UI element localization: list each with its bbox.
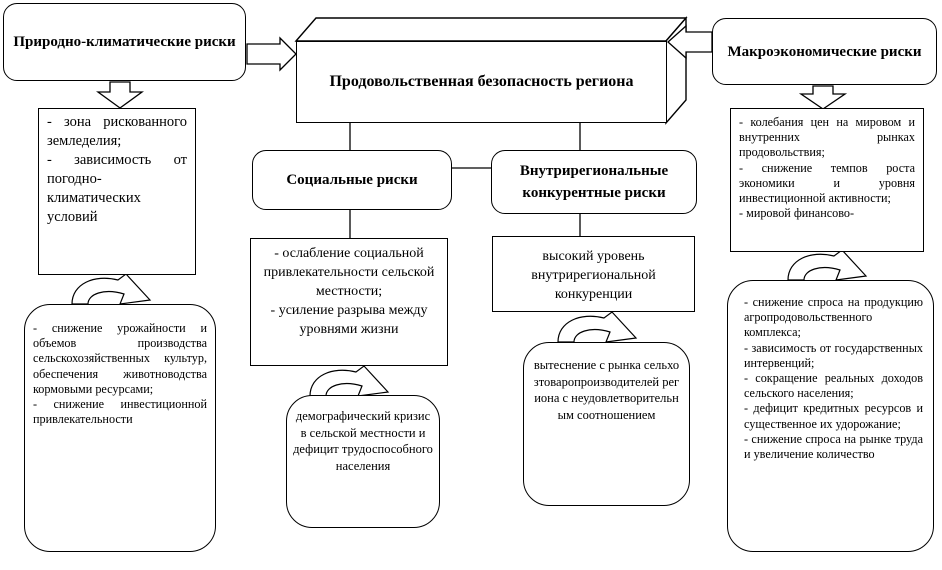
left-effect-item: - снижение инвестиционной привлекательно… xyxy=(33,397,207,427)
curved-arrow-right xyxy=(787,249,868,281)
intra-risk-header-title: Внутрирегиональные конкурентные риски xyxy=(519,163,669,201)
right-factor-item: - мировой финансово- xyxy=(739,206,855,221)
left-factor-item: - зона рискованного земледелия; xyxy=(47,114,187,149)
right-factors-box: - колебания цен на мировом и внутренних … xyxy=(730,108,924,252)
social-factor-item: - усиление разрыва между уровнями жизни xyxy=(270,303,428,337)
right-effects-box: - снижение спроса на продукцию агропродо… xyxy=(727,280,934,552)
curved-arrow-social xyxy=(309,365,390,397)
center-box-top-face xyxy=(294,17,688,42)
left-effects-box: - снижение урожайности и объемов произво… xyxy=(24,304,216,552)
right-risk-header-title: Макроэкономические риски xyxy=(727,43,922,60)
right-effect-item: - снижение спроса на продукцию агропродо… xyxy=(744,295,923,340)
intra-factors-box: высокий уровень внутрирегиональной конку… xyxy=(492,236,695,312)
intra-effect-text: вытеснение с рынка сельхозтоваропроизвод… xyxy=(533,358,680,422)
right-effect-item: - зависимость от государственных интерве… xyxy=(744,340,923,370)
left-factors-box: - зона рискованного земледелия; - зависи… xyxy=(38,108,196,275)
right-effect-item: - сокращение реальных доходов сельского … xyxy=(744,371,923,401)
left-risk-header-title: Природно-климатические риски xyxy=(13,34,236,50)
social-effects-box: демографический кризис в сельской местно… xyxy=(286,395,440,528)
center-title: Продовольственная безопасность региона xyxy=(329,73,634,90)
right-risk-header: Макроэкономические риски xyxy=(712,18,937,85)
social-factors-box: - ослабление социальной привлекательност… xyxy=(250,238,448,366)
curved-arrow-intra xyxy=(557,311,638,343)
arrow-right-to-center xyxy=(667,24,713,60)
intra-effects-box: вытеснение с рынка сельхозтоваропроизвод… xyxy=(523,342,690,506)
arrow-left-down xyxy=(96,81,144,109)
arrow-left-to-center xyxy=(246,36,297,72)
left-risk-header: Природно-климатические риски xyxy=(3,3,246,81)
right-effect-item: - дефицит кредитных ресурсов и существен… xyxy=(744,401,923,431)
social-factor-item: - ослабление социальной привлекательност… xyxy=(263,246,435,299)
right-factor-item: - снижение темпов роста экономики и уров… xyxy=(739,160,915,206)
center-title-box: Продовольственная безопасность региона xyxy=(296,41,667,123)
social-risk-header-title: Социальные риски xyxy=(286,172,418,188)
left-factor-item: - зависимость от погодно-климатических у… xyxy=(47,152,187,225)
right-factor-item: - колебания цен на мировом и внутренних … xyxy=(739,115,915,160)
right-effect-item: - снижение спроса на рынке труда и увели… xyxy=(744,431,923,462)
left-effect-item: - снижение урожайности и объемов произво… xyxy=(33,321,207,396)
social-risk-header: Социальные риски xyxy=(252,150,452,210)
social-effect-text: демографический кризис в сельской местно… xyxy=(293,409,433,473)
intra-risk-header: Внутрирегиональные конкурентные риски xyxy=(491,150,697,214)
intra-factor-text: высокий уровень внутрирегиональной конку… xyxy=(531,249,656,302)
arrow-right-down xyxy=(798,85,848,110)
curved-arrow-left xyxy=(71,273,152,305)
